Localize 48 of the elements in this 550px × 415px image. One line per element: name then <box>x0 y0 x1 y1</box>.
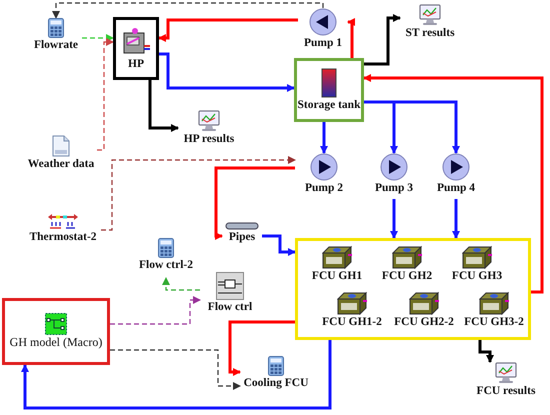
connector-arrow <box>158 18 298 42</box>
component-label: FCU GH2-2 <box>394 316 454 329</box>
connector-arrow <box>110 349 241 390</box>
connector-arrow <box>52 2 324 19</box>
connector-arrow <box>262 234 296 256</box>
connector-arrow <box>347 18 355 58</box>
component-label: Flow ctrl-2 <box>139 259 193 272</box>
component-label: FCU results <box>476 385 536 398</box>
component-label: Weather data <box>28 158 94 171</box>
connector-arrow <box>478 340 494 363</box>
connector-arrow <box>110 296 201 325</box>
component-label: HP results <box>184 133 234 146</box>
component-label: Cooling FCU <box>244 377 308 390</box>
component-label: Pump 2 <box>304 182 344 195</box>
storage-tank-frame <box>294 58 364 122</box>
component-label: FCU GH1-2 <box>322 316 382 329</box>
connector-arrow <box>162 277 200 291</box>
component-label: FCU GH3-2 <box>464 316 524 329</box>
component-label: Pump 1 <box>304 37 342 50</box>
connector-arrow <box>320 122 328 154</box>
connector-arrow <box>364 14 401 66</box>
component-label: FCU GH3 <box>452 270 502 283</box>
component-label: Thermostat-2 <box>29 231 97 244</box>
component-label: Storage tank <box>298 99 360 112</box>
connector-arrow <box>452 199 460 239</box>
group-frame <box>295 238 531 340</box>
component-label: Flowrate <box>34 39 78 52</box>
component-label: FCU GH2 <box>382 270 432 283</box>
component-label: HP <box>128 58 144 70</box>
component-label: Flow ctrl <box>208 301 252 314</box>
connector-arrow <box>101 156 296 231</box>
component-label: Pipes <box>228 231 256 244</box>
component-label: ST results <box>405 27 455 40</box>
connector-arrow <box>228 320 295 376</box>
component-label: GH model (Macro) <box>10 336 102 350</box>
connector-arrow <box>390 199 398 239</box>
heat-pump-frame <box>113 17 159 80</box>
component-label: Pump 4 <box>436 182 476 195</box>
component-label: Pump 3 <box>374 182 414 195</box>
component-label: FCU GH1 <box>312 270 362 283</box>
connector-arrow <box>148 80 179 132</box>
connector-arrow <box>21 340 332 410</box>
macro-frame <box>2 298 110 365</box>
connector-arrow <box>214 166 295 240</box>
connector-arrow <box>159 52 295 92</box>
connector-arrow <box>97 38 114 151</box>
connector-arrow <box>82 34 114 42</box>
connector-arrow <box>363 74 544 294</box>
